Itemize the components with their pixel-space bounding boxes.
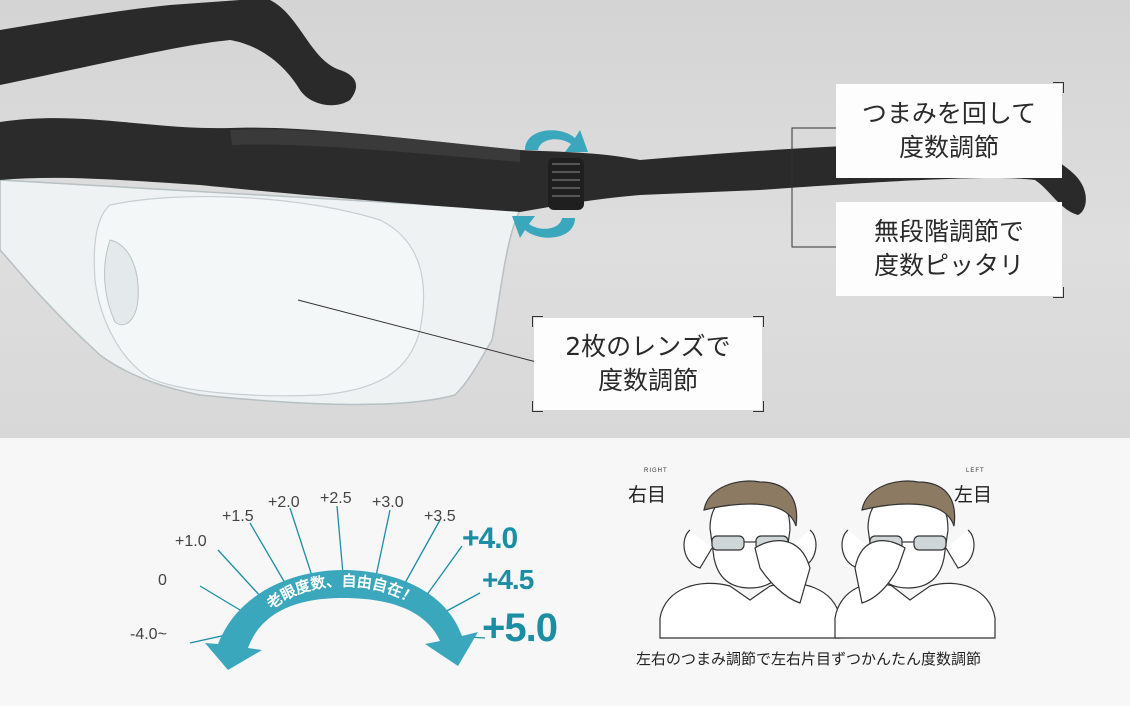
face-right-label: 右目 <box>628 484 667 506</box>
arc-banner-arrow <box>205 570 478 670</box>
callout-knob-line2: 度数調節 <box>898 133 999 162</box>
diopter-label: 0 <box>158 572 167 589</box>
callout-stepless-line2: 度数ピッタリ <box>873 251 1024 280</box>
face-right-side: RIGHT <box>644 468 668 474</box>
callout-lenses-line1: 2枚のレンズで <box>565 332 731 361</box>
diopter-label: +2.0 <box>268 494 300 511</box>
lens-leader-line <box>297 299 549 366</box>
diopter-label: +1.5 <box>222 508 254 525</box>
diopter-label: +3.5 <box>424 508 456 525</box>
bottom-caption: 左右のつまみ調節で左右片目ずつかんたん度数調節 <box>636 650 982 668</box>
face-left-label: 左目 <box>954 484 993 506</box>
diopter-label: +1.0 <box>175 533 207 550</box>
callout-stepless: 無段階調節で 度数ピッタリ <box>836 202 1064 298</box>
nose-pad <box>104 239 139 326</box>
rotate-arrow-bottom-icon <box>512 216 575 238</box>
frame-top-bar <box>0 118 640 212</box>
diopter-label: +3.0 <box>372 494 404 511</box>
callout-bracket <box>791 127 836 248</box>
glasses-illustration <box>0 0 1086 406</box>
callout-lenses: 2枚のレンズで 度数調節 <box>532 316 764 412</box>
rotate-arrow-top-icon <box>525 130 588 152</box>
feature-panel: 老眼度数、自由自在！ -4.0~ 0 +1.0 +1.5 <box>0 438 1130 706</box>
callout-knob-line1: つまみを回して <box>861 99 1037 128</box>
diopter-label-emphasis: +4.5 <box>482 564 534 595</box>
face-left-side: LEFT <box>966 468 985 474</box>
diopter-label: -4.0~ <box>130 626 167 643</box>
diopter-label-emphasis: +5.0 <box>482 606 558 650</box>
diopter-rays <box>189 505 486 644</box>
diopter-label-emphasis: +4.0 <box>462 522 518 555</box>
callout-lenses-line2: 度数調節 <box>597 366 698 395</box>
temple-arm-back <box>0 0 357 106</box>
face-right-illustration <box>659 480 841 639</box>
face-left-illustration <box>834 480 996 639</box>
adjust-knob <box>548 158 584 210</box>
diopter-scale-graphic: 老眼度数、自由自在！ <box>189 480 996 670</box>
diopter-label: +2.5 <box>320 490 352 507</box>
callout-stepless-line1: 無段階調節で <box>873 217 1024 246</box>
lens-inner <box>93 195 425 397</box>
callout-knob: つまみを回して 度数調節 <box>836 82 1064 178</box>
product-photo-panel: つまみを回して 度数調節 無段階調節で 度数ピッタリ 2枚のレンズで 度数調節 <box>0 0 1130 438</box>
